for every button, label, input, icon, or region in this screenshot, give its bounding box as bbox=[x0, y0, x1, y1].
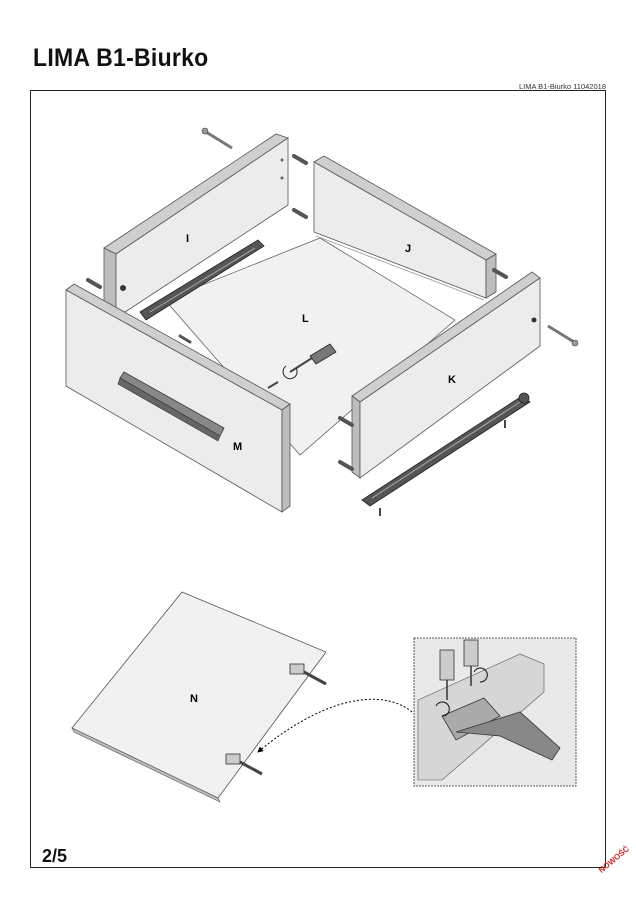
part-label-K: K bbox=[448, 374, 456, 386]
screwdriver-icon bbox=[267, 343, 337, 389]
drawer-handle bbox=[117, 371, 225, 442]
document-title: LIMA B1-Biurko bbox=[33, 44, 209, 72]
part-label-L: L bbox=[302, 313, 309, 325]
confirmat-bolt-top bbox=[201, 127, 233, 150]
side-panel-K bbox=[351, 271, 541, 479]
confirmat-bolt-right bbox=[547, 324, 579, 347]
hinge-top bbox=[289, 663, 327, 686]
drawing-frame bbox=[30, 90, 606, 868]
drawer-front-N bbox=[71, 591, 327, 803]
part-label-M: M bbox=[233, 441, 242, 453]
part-label-J: J bbox=[405, 243, 411, 255]
detail-pointer-arrow bbox=[257, 698, 413, 753]
hinge-detail-inset bbox=[413, 637, 577, 787]
wooden-dowels bbox=[86, 154, 508, 471]
side-panel-I bbox=[103, 133, 289, 319]
part-label-N: N bbox=[190, 693, 198, 705]
back-panel-J bbox=[313, 155, 497, 301]
document-reference: LIMA B1-Biurko 11042018 bbox=[518, 82, 606, 91]
part-label-I: I bbox=[186, 233, 189, 245]
drawer-runner-left bbox=[139, 239, 265, 321]
page-number: 2/5 bbox=[42, 846, 68, 866]
drawer-runner-right bbox=[361, 392, 531, 516]
hinge-bottom bbox=[225, 753, 263, 776]
